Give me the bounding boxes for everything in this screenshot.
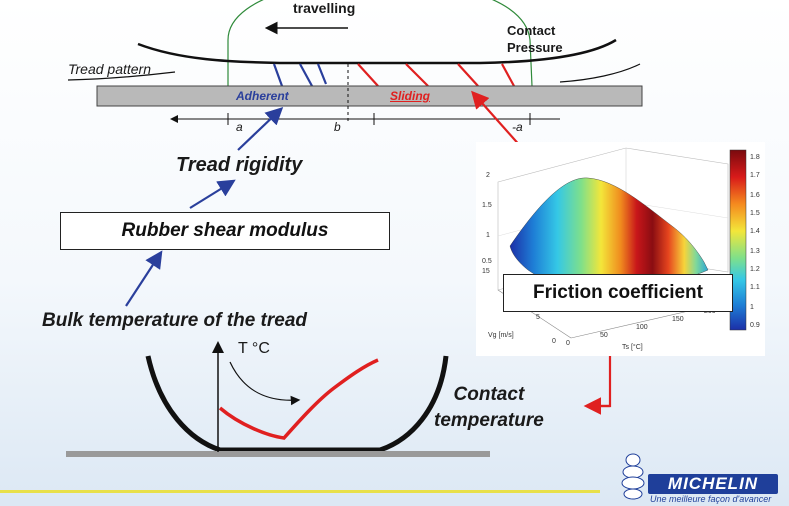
adherent-tread-element [316,63,328,85]
logo-text: MICHELIN [667,474,759,493]
arrow-shear-modulus-to-rigidity [189,179,236,209]
arrow-bulk-temp-to-shear-modulus [125,250,163,307]
temperature-curve [218,358,379,440]
friction-coefficient-box: Friction coefficient [503,274,733,312]
sliding-label: Sliding [390,89,430,103]
axis-label-a: a [236,120,243,134]
friction-coefficient-label: Friction coefficient [533,282,703,303]
footer-divider-line [0,490,600,493]
colorbar-tick: 1.1 [750,284,760,291]
z-tick: 2 [486,172,490,179]
tread-pattern-label: Tread pattern [68,61,152,77]
adherent-tread-element [272,63,284,87]
bibendum-icon [621,453,645,500]
friction-surface-plot: 2 1.5 1 0.5 1.8 1.7 1.6 1.5 1.4 1.3 1.2 … [476,142,765,356]
axis-label-b: b [334,120,341,134]
road-surface-bar [96,85,643,107]
contact-pressure-label: Contact Pressure [507,23,563,55]
sliding-tread-element [357,63,379,87]
friction-surface [509,177,709,303]
ts-tick: 0 [566,340,570,347]
z-tick: 0.5 [482,258,492,265]
arrow-friction-to-sliding [471,90,523,149]
colorbar-tick: 1.7 [750,172,760,179]
colorbar-tick: 1.6 [750,192,760,199]
rotation-arc [229,361,301,406]
contact-temperature-label: Contact temperature [434,384,544,431]
arrow-tread-rigidity-to-adherent [237,106,284,151]
colorbar-tick: 1.2 [750,266,760,273]
tread-pattern-curve [67,71,176,81]
z-tick: 1.5 [482,202,492,209]
tread-rigidity-label: Tread rigidity [176,154,303,176]
bulk-temperature-label: Bulk temperature of the tread [42,310,307,331]
rubber-shear-modulus-label: Rubber shear modulus [121,220,329,241]
colorbar-tick: 0.9 [750,322,760,329]
colorbar-tick: 1.5 [750,210,760,217]
michelin-logo: MICHELIN [648,474,778,494]
ground-line [66,451,490,457]
tire-outline-top [137,38,617,65]
contact-pressure-curve [227,0,533,87]
tread-pattern-curve-right [559,63,641,83]
colorbar-tick: 1.8 [750,154,760,161]
friction-surface-svg [497,147,747,339]
adherent-label: Adherent [236,89,289,103]
travelling-label: travelling [293,0,356,16]
ts-tick: 150 [672,316,684,323]
axis-label-neg-a: -a [512,120,523,134]
colorbar-tick: 1.3 [750,248,760,255]
tire-cross-section [145,355,449,453]
temperature-axis-label: T °C [238,340,270,357]
z-tick: 1 [486,232,490,239]
vg-axis-label: Vg [m/s] [488,332,514,339]
sliding-tread-element [405,63,429,87]
sliding-tread-element [501,63,515,87]
colorbar-tick: 1 [750,304,754,311]
rubber-shear-modulus-box: Rubber shear modulus [60,212,390,250]
vg-tick: 15 [482,268,490,275]
ts-axis-label: Ts [°C] [622,344,643,351]
adherent-tread-element [299,63,313,87]
sliding-tread-element [457,63,479,87]
ts-tick: 100 [636,324,648,331]
slogan-text: Une meilleure façon d'avancer [650,494,772,504]
vg-tick: 0 [552,338,556,345]
ts-tick: 50 [600,332,608,339]
colorbar-tick: 1.4 [750,228,760,235]
vg-tick: 5 [536,314,540,321]
colorbar [729,149,747,331]
